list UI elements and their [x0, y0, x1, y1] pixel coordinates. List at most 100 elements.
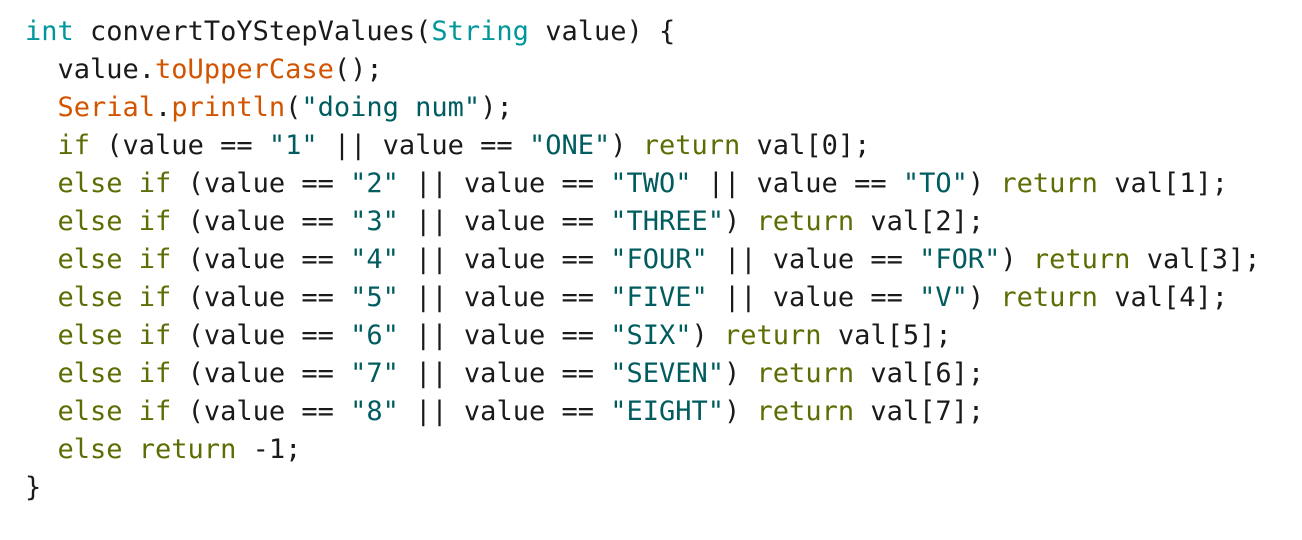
code-token-default: .	[155, 92, 172, 123]
code-token-string: "7"	[350, 358, 399, 389]
code-token-keyword: return	[756, 396, 855, 427]
code-token-method: Serial	[25, 92, 156, 123]
code-token-string: "4"	[350, 244, 399, 275]
code-token-string: "THREE"	[610, 206, 725, 237]
code-token-string: "SEVEN"	[610, 358, 725, 389]
code-token-string: "6"	[350, 320, 399, 351]
code-token-keyword: if	[25, 130, 91, 161]
code-token-default: (value ==	[171, 206, 351, 237]
code-token-string: "FIVE"	[610, 282, 708, 313]
code-token-default: (value ==	[171, 244, 351, 275]
code-line: int convertToYStepValues(String value) {	[25, 13, 1285, 51]
code-token-default: val[3];	[1130, 244, 1261, 275]
code-token-default: || value ==	[398, 282, 611, 313]
code-line: else if (value == "4" || value == "FOUR"…	[25, 241, 1285, 279]
code-token-default: convertToYStepValues(	[73, 16, 432, 47]
code-line: }	[25, 469, 1285, 507]
code-token-keyword: else if	[25, 168, 172, 199]
code-token-keyword: return	[642, 130, 741, 161]
code-token-keyword: else if	[25, 282, 172, 313]
code-token-default: || value ==	[398, 244, 611, 275]
code-token-method: println	[171, 92, 286, 123]
code-token-default: val[1];	[1097, 168, 1228, 199]
code-token-default: val[2];	[854, 206, 985, 237]
code-token-default: value) {	[528, 16, 676, 47]
code-token-default: )	[724, 396, 757, 427]
code-token-string: "1"	[268, 130, 318, 161]
code-line: if (value == "1" || value == "ONE") retu…	[25, 127, 1285, 165]
code-token-default: val[4];	[1097, 282, 1228, 313]
code-token-keyword: else if	[25, 358, 172, 389]
code-token-default: || value ==	[707, 282, 920, 313]
code-line: Serial.println("doing num");	[25, 89, 1285, 127]
code-token-default: (value ==	[171, 168, 351, 199]
code-token-string: "5"	[350, 282, 399, 313]
code-line: else if (value == "8" || value == "EIGHT…	[25, 393, 1285, 431]
code-token-string: "8"	[350, 396, 399, 427]
code-token-string: "SIX"	[610, 320, 692, 351]
code-token-default: )	[691, 320, 725, 351]
code-token-default: (value ==	[171, 320, 351, 351]
code-token-default: (value ==	[171, 282, 351, 313]
code-token-keyword: else if	[25, 244, 172, 275]
code-token-default: (value ==	[90, 130, 269, 161]
code-token-default: val[6];	[854, 358, 985, 389]
code-token-keyword: else if	[25, 396, 172, 427]
code-token-keyword: else return	[25, 434, 237, 465]
code-token-type: String	[431, 16, 529, 47]
code-token-default: value.	[25, 54, 156, 85]
code-token-default: )	[1000, 244, 1033, 275]
code-token-default: || value ==	[707, 244, 920, 275]
code-token-default: )	[724, 358, 757, 389]
code-token-type: int	[25, 16, 74, 47]
code-token-default: || value ==	[398, 396, 611, 427]
code-token-keyword: return	[1000, 282, 1098, 313]
code-token-keyword: return	[1000, 168, 1098, 199]
code-token-string: "EIGHT"	[610, 396, 725, 427]
code-token-default: )	[967, 168, 1001, 199]
code-token-default: )	[610, 130, 643, 161]
code-token-default: (value ==	[171, 358, 351, 389]
code-token-default: ();	[333, 54, 383, 85]
code-token-default: val[0];	[740, 130, 871, 161]
code-line: else return -1;	[25, 431, 1285, 469]
code-token-default: || value ==	[317, 130, 529, 161]
code-token-keyword: else if	[25, 206, 172, 237]
code-token-keyword: return	[756, 206, 855, 237]
code-token-default: || value ==	[398, 358, 611, 389]
code-block: int convertToYStepValues(String value) {…	[25, 13, 1285, 507]
code-token-default: )	[724, 206, 757, 237]
code-token-default: (value ==	[171, 396, 351, 427]
code-token-string: "2"	[350, 168, 399, 199]
code-token-string: "ONE"	[528, 130, 611, 161]
code-token-string: "TO"	[902, 168, 968, 199]
code-line: else if (value == "6" || value == "SIX")…	[25, 317, 1285, 355]
code-token-keyword: return	[756, 358, 855, 389]
code-token-string: "FOR"	[919, 244, 1001, 275]
code-token-default: );	[480, 92, 513, 123]
code-token-default: || value ==	[691, 168, 903, 199]
code-token-default: || value ==	[398, 320, 611, 351]
code-token-default: -1;	[236, 434, 302, 465]
code-token-string: "doing num"	[301, 92, 481, 123]
code-token-string: "FOUR"	[610, 244, 708, 275]
code-line: else if (value == "3" || value == "THREE…	[25, 203, 1285, 241]
code-token-default: val[7];	[854, 396, 985, 427]
code-token-string: "V"	[919, 282, 968, 313]
code-token-keyword: else if	[25, 320, 172, 351]
code-token-default: (	[285, 92, 302, 123]
code-token-method: toUpperCase	[155, 54, 334, 85]
code-token-default: }	[25, 472, 42, 503]
code-token-default: || value ==	[398, 168, 611, 199]
code-token-keyword: return	[724, 320, 822, 351]
code-line: else if (value == "2" || value == "TWO" …	[25, 165, 1285, 203]
code-line: else if (value == "5" || value == "FIVE"…	[25, 279, 1285, 317]
code-token-keyword: return	[1032, 244, 1131, 275]
code-token-default: val[5];	[821, 320, 952, 351]
code-token-default: )	[967, 282, 1001, 313]
code-token-string: "3"	[350, 206, 399, 237]
code-token-default: || value ==	[398, 206, 611, 237]
code-line: else if (value == "7" || value == "SEVEN…	[25, 355, 1285, 393]
code-token-string: "TWO"	[610, 168, 692, 199]
code-line: value.toUpperCase();	[25, 51, 1285, 89]
